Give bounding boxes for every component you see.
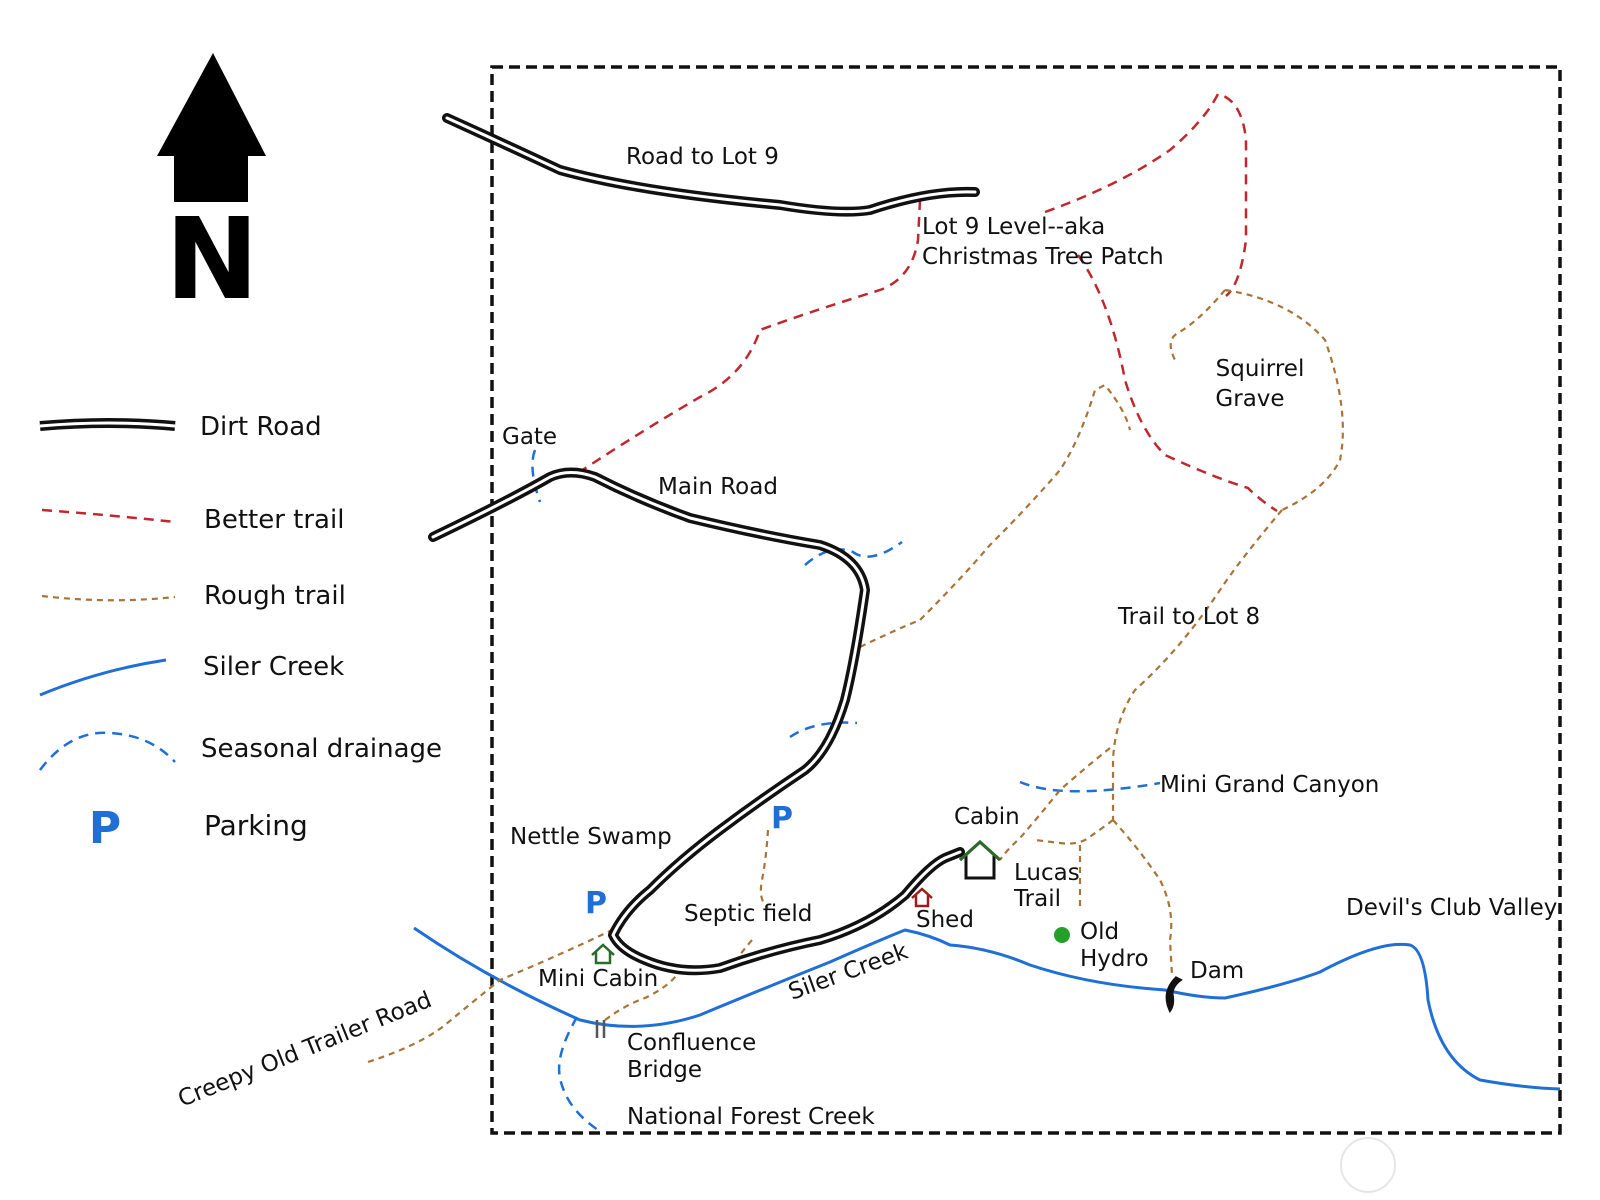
label-lucas-line2: Trail: [1013, 886, 1061, 912]
legend-label-dirt-road: Dirt Road: [200, 412, 322, 442]
label-cabin: Cabin: [954, 804, 1020, 830]
legend-item-parking: P Parking: [89, 803, 308, 854]
rough-trail-confluence: [604, 969, 681, 1021]
label-main-road: Main Road: [658, 474, 778, 500]
parking-marker-mini-cabin: P: [585, 886, 607, 921]
label-trail-lot8: Trail to Lot 8: [1117, 604, 1260, 630]
label-mini-grand-canyon: Mini Grand Canyon: [1160, 772, 1379, 798]
rough-trails: [367, 288, 1344, 1064]
dam-icon: [1165, 976, 1183, 1014]
legend-parking-glyph: P: [89, 803, 121, 854]
seasonal-drainages: [531, 449, 1161, 1132]
legend-item-rough-trail: Rough trail: [41, 581, 346, 611]
drainage-middle: [789, 721, 858, 739]
label-lot9-line2: Christmas Tree Patch: [922, 244, 1164, 270]
creepy-road-line: [367, 929, 613, 1064]
label-road-to-lot9: Road to Lot 9: [626, 144, 779, 170]
label-old-line2: Hydro: [1080, 946, 1149, 972]
label-devils-club: Devil's Club Valley: [1346, 895, 1557, 921]
map-labels: Road to Lot 9 Lot 9 Level--aka Christmas…: [175, 144, 1558, 1130]
legend-label-rough-trail: Rough trail: [204, 581, 346, 611]
label-squirrel-line1: Squirrel: [1216, 356, 1305, 382]
drainage-gate: [531, 449, 542, 503]
label-shed: Shed: [916, 907, 974, 933]
label-squirrel-line2: Grave: [1215, 386, 1284, 412]
label-nettle-swamp: Nettle Swamp: [510, 824, 672, 850]
rough-trail-main: [859, 383, 1132, 648]
label-lucas-line1: Lucas: [1014, 860, 1080, 886]
legend-item-siler-creek: Siler Creek: [39, 652, 344, 697]
label-creepy-road: Creepy Old Trailer Road: [175, 987, 436, 1113]
legend-item-dirt-road: Dirt Road: [39, 412, 322, 442]
rough-trail-squirrel: [1169, 288, 1344, 511]
legend-item-better-trail: Better trail: [41, 505, 344, 535]
label-mini-cabin: Mini Cabin: [538, 966, 658, 992]
rough-trail-canyon: [999, 747, 1111, 861]
drainage-mini-grand-canyon: [1019, 780, 1161, 793]
dirt-roads: [428, 113, 980, 976]
label-old-line1: Old: [1080, 919, 1119, 945]
property-boundary: [490, 65, 1562, 1135]
drainage-national-forest: [557, 1016, 599, 1132]
lucas-trail-line: [1034, 819, 1114, 910]
trail-to-lot8-line: [1111, 509, 1283, 820]
rough-trail-dam: [1112, 819, 1174, 976]
legend-label-siler-creek: Siler Creek: [203, 652, 344, 682]
legend: Dirt Road Better trail Rough trail Siler…: [39, 412, 442, 854]
legend-label-better-trail: Better trail: [204, 505, 344, 535]
better-trails: [577, 92, 1278, 513]
north-label: N: [165, 195, 259, 325]
rough-trail-septic: [759, 829, 770, 909]
siler-creek-line: [413, 926, 1561, 1091]
label-confluence-line2: Bridge: [627, 1057, 702, 1083]
cabin-icon: [958, 839, 1002, 880]
watermark-circle: [1340, 1137, 1396, 1193]
label-lot9-line1: Lot 9 Level--aka: [922, 214, 1105, 240]
parking-marker-septic: P: [771, 801, 793, 836]
label-gate: Gate: [502, 424, 557, 450]
label-septic-field: Septic field: [684, 901, 812, 927]
legend-label-parking: Parking: [204, 809, 308, 842]
north-arrow-icon: N: [157, 53, 266, 325]
drainage-upper: [804, 540, 903, 566]
label-national-forest: National Forest Creek: [627, 1104, 875, 1130]
legend-label-seasonal-drainage: Seasonal drainage: [201, 734, 442, 764]
label-confluence-line1: Confluence: [627, 1030, 756, 1056]
shed-icon: [911, 887, 933, 908]
road-to-lot9-line: [442, 113, 980, 217]
old-hydro-dot: [1054, 927, 1070, 943]
main-road-line: [428, 467, 965, 976]
legend-item-seasonal-drainage: Seasonal drainage: [39, 731, 442, 771]
mini-cabin-icon: [591, 943, 615, 965]
label-dam: Dam: [1190, 958, 1244, 984]
bridge-icon: [595, 1020, 606, 1038]
